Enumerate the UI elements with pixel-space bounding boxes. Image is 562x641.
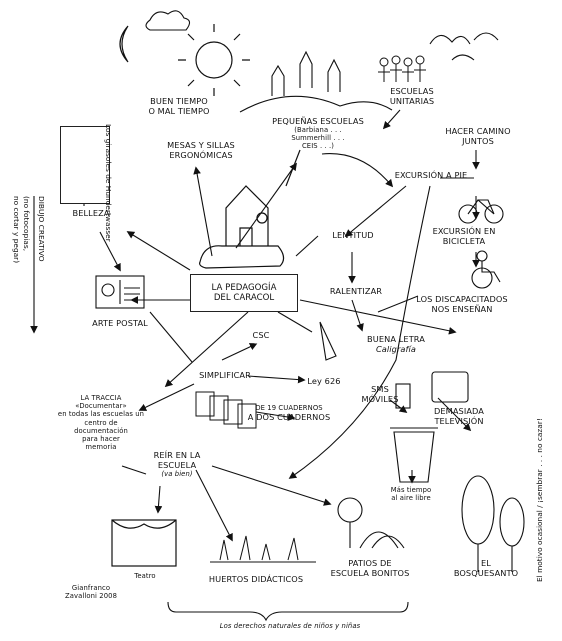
- theatre-icon: [111, 519, 177, 567]
- birds-icon: [429, 32, 499, 61]
- wheelchair-icon: [471, 250, 501, 289]
- occasional-motive-vertical: El motivo ocasional / ¡sembrar . . . no …: [535, 418, 544, 582]
- no-photocopies-vertical: (no fotocopias,: [22, 196, 31, 252]
- hike-label: EXCURSIÓN A PIE: [394, 170, 468, 180]
- traccia-label: LA TRACCIA «Documentar» en todas las esc…: [57, 394, 145, 452]
- handwriting-label: BUENA LETRA Caligrafía: [367, 334, 425, 354]
- creative-drawing-vertical: DIBUJO CREATIVO: [37, 196, 46, 262]
- no-cut-paste-vertical: no cortar y pegar): [12, 196, 21, 264]
- trees-icon: [337, 475, 525, 572]
- garden-plants-icon: [210, 535, 316, 563]
- snail-house-icon: [199, 149, 301, 269]
- hills-icon: [239, 50, 393, 113]
- footer-caption: Los derechos naturales de niños y niñas: [219, 622, 361, 630]
- hundertwasser-frame: [60, 126, 110, 204]
- cloud-icon: [145, 10, 191, 31]
- tv-icon: [431, 371, 469, 403]
- beauty-label: BELLEZA: [72, 208, 110, 218]
- children-icon: [378, 55, 426, 82]
- playground-arch-icon: [359, 531, 405, 549]
- postal-art-label: ARTE POSTAL: [92, 318, 148, 328]
- bicycle-icon: [458, 199, 504, 224]
- sun-icon: [178, 24, 250, 96]
- slowness-label: LENTITUD: [332, 230, 374, 240]
- moon-icon: [119, 25, 129, 63]
- small-schools-label: PEQUEÑAS ESCUELAS (Barbiana . . . Summer…: [272, 116, 364, 151]
- csc-label: CSC: [252, 330, 270, 340]
- slow-down-label: RALENTIZAR: [329, 286, 383, 296]
- center-title-box: LA PEDAGOGÍA DEL CARACOL: [190, 274, 298, 312]
- simplify-label: SIMPLIFICAR: [199, 370, 251, 380]
- theatre-label: Teatro: [134, 572, 156, 580]
- postcard-icon: [95, 275, 145, 309]
- hundertwasser-label: Los girasoles de Hundertwasser: [104, 124, 113, 242]
- phone-icon: [395, 383, 411, 409]
- trash-bin-icon: [390, 427, 438, 483]
- center-title-line2: DEL CARACOL: [213, 293, 275, 303]
- center-title-line1: LA PEDAGOGÍA: [211, 283, 277, 293]
- law-label: Ley 626: [307, 376, 341, 386]
- notebooks-icon: [195, 391, 257, 429]
- pen-icon: [319, 321, 337, 361]
- gardens-label: HUERTOS DIDÁCTICOS: [208, 574, 304, 584]
